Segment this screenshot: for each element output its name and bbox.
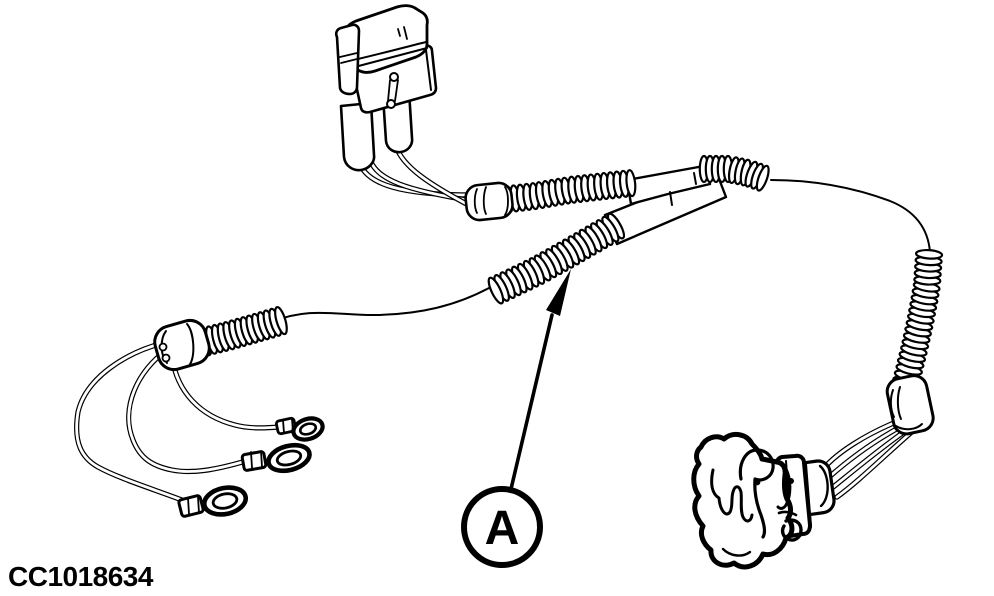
ring-terminal-top — [275, 416, 325, 442]
right-boot-cap — [895, 423, 923, 431]
slot-hole — [389, 72, 399, 82]
crimp-barrel — [240, 450, 268, 472]
cover-fold — [738, 448, 775, 539]
ring-eyelet-hole — [275, 449, 303, 467]
slot-hole — [386, 99, 396, 109]
trailer-lead-wires — [821, 419, 917, 500]
slot-sides — [387, 79, 399, 102]
flange-edge — [805, 463, 812, 528]
lid-tick — [397, 26, 408, 40]
right-boot — [885, 374, 935, 436]
latch-hook — [780, 518, 803, 542]
callout-label: A — [485, 502, 520, 555]
cover-screw-dot — [753, 478, 761, 486]
single-lead-wires — [271, 179, 931, 323]
trailer-connector-branch — [691, 248, 944, 570]
right-boot-ribs — [889, 386, 902, 420]
corrugated-tube-lower — [487, 212, 626, 305]
ring-terminal-bottom — [177, 485, 249, 518]
harness-junction-wrap — [603, 164, 728, 246]
corrugated-tube-upper-right — [698, 154, 770, 192]
cover-bottom-fold — [721, 547, 752, 557]
wire-end — [158, 342, 168, 352]
crimp-barrel — [177, 494, 205, 518]
left-boot — [153, 318, 211, 372]
callout-arrowhead — [546, 269, 571, 316]
ring-eyelet-hole — [211, 492, 239, 510]
callout-circle — [461, 486, 543, 568]
corrugated-tube-right — [892, 248, 944, 389]
branch-wrap — [625, 164, 712, 206]
socket-cover — [691, 431, 795, 570]
left-jumper-wire — [271, 287, 490, 323]
boot-seam — [186, 323, 195, 367]
wrap-seam-tick — [693, 172, 697, 185]
ring-terminal-middle — [240, 442, 312, 474]
wire-end — [161, 353, 171, 363]
ring-terminal-leads — [74, 340, 283, 503]
tab-notch — [339, 52, 358, 64]
convolute-ferrule — [464, 181, 514, 222]
crimp-detail — [250, 450, 263, 469]
socket-nose-line — [776, 467, 792, 510]
crimp-detail — [187, 496, 200, 515]
right-jumper-wire — [770, 179, 931, 253]
barrel-face — [818, 464, 829, 508]
cover-strap — [710, 468, 754, 523]
wrap-seam-tick — [669, 191, 673, 206]
callout-a: A — [461, 269, 571, 568]
connector-lead-wires — [357, 143, 479, 212]
socket-groove — [777, 510, 798, 517]
figure-code: CC1018634 — [8, 561, 153, 592]
fuse-holder-connector — [334, 4, 514, 222]
connector-cylinder-left — [339, 101, 376, 172]
ferrule-ribs — [473, 186, 509, 216]
connector-tab — [334, 23, 361, 96]
callout-leader-line — [509, 313, 554, 491]
corrugated-tube-upper-left — [496, 169, 637, 215]
body-bevel — [425, 49, 432, 91]
ring-eyelet-hole — [298, 422, 318, 436]
